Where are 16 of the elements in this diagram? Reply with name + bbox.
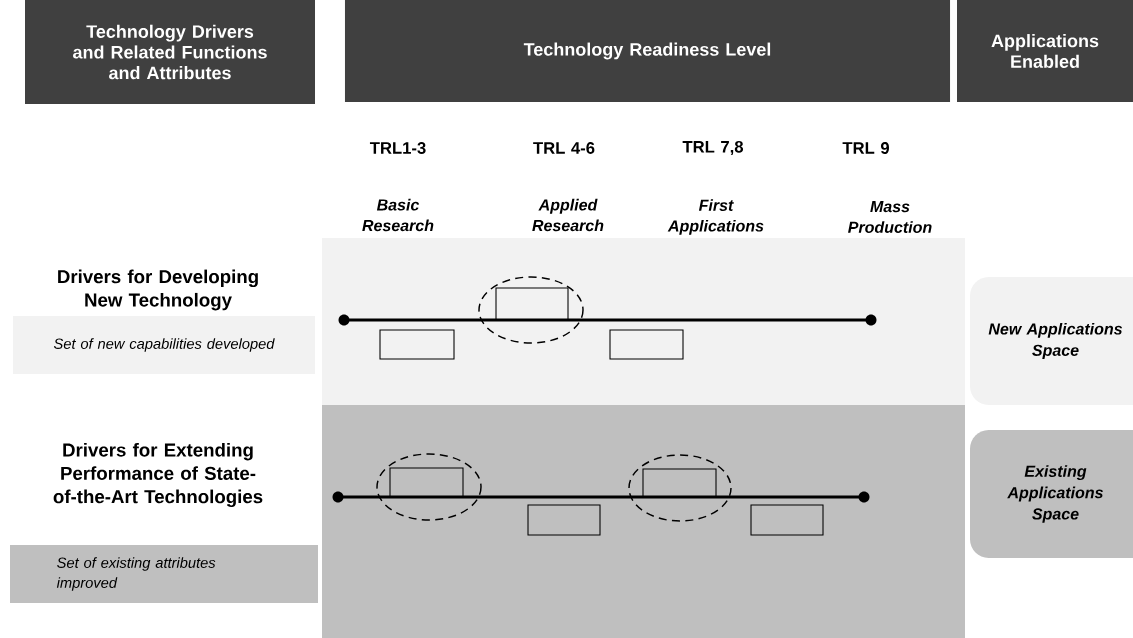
- readiness-level-label: TRL 4-6: [533, 142, 595, 154]
- stage-label: First Applications: [667, 199, 764, 235]
- readiness-level-label: TRL 9: [842, 142, 889, 154]
- header-bar: Technology Readiness Level: [344, 0, 951, 102]
- application-box: Existing Applications Space: [970, 430, 1133, 558]
- application-box: New Applications Space: [970, 277, 1133, 405]
- driver-heading: Drivers for Extending Performance of State-of-the-Art Technologies: [53, 442, 263, 508]
- readiness-level-label: TRL1-3: [369, 142, 426, 154]
- header-bar: Applications Enabled: [957, 0, 1133, 102]
- stage-label: Mass Production: [848, 201, 932, 233]
- header-bar: Technology Drivers and Related Functions and Attributes: [25, 0, 315, 104]
- stage-label: Basic Research: [362, 198, 434, 232]
- stage-label: Applied Research: [532, 198, 604, 232]
- description-box: Set of new capabilities developed: [13, 316, 315, 374]
- readiness-level-label: TRL 7,8: [682, 140, 744, 156]
- description-box: Set of existing attributes improved: [10, 545, 318, 603]
